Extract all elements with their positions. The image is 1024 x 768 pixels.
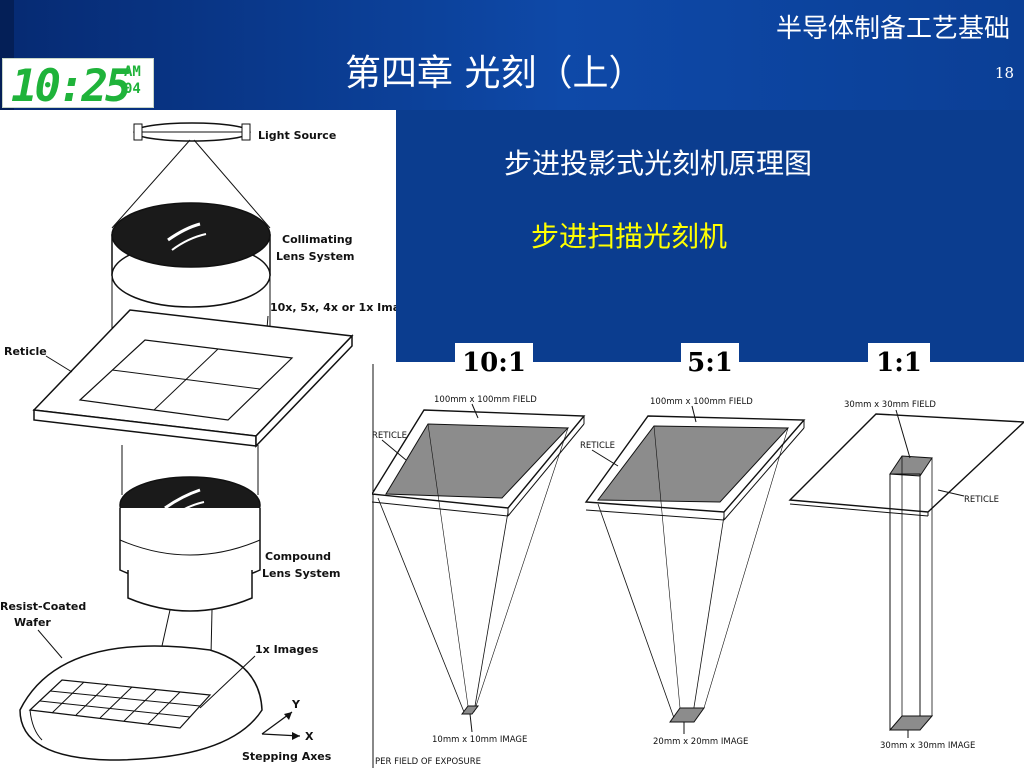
wafer-label-1: Resist-Coated [0, 600, 86, 613]
leader-line [469, 713, 473, 733]
reticle-10-label: RETICLE [372, 431, 407, 441]
reticle-label: Reticle [4, 345, 47, 358]
stepping-axes-icon [261, 711, 301, 740]
clock-ampm: AM 04 [124, 64, 141, 98]
leader-line [199, 655, 256, 709]
reticle-5-to-1 [584, 415, 806, 723]
ratio-5-to-1: 5:1 [681, 343, 739, 383]
collimating-lens-icon [111, 202, 271, 308]
diagram-heading: 步进投影式光刻机原理图 [504, 147, 813, 180]
field-1-label: 30mm x 30mm FIELD [844, 400, 936, 410]
slide-header: 半导体制备工艺基础 第四章 光刻（上） 18 10:25 AM 04 [0, 0, 1024, 112]
image-sizes-label: 10x, 5x, 4x or 1x Image [270, 301, 396, 314]
axis-x-label: X [305, 730, 314, 743]
image-5-label: 20mm x 20mm IMAGE [653, 737, 748, 747]
course-title: 半导体制备工艺基础 [775, 14, 1010, 44]
leader-line [471, 403, 479, 419]
clock-meridiem: AM [124, 64, 141, 80]
wafer-icon [19, 645, 263, 761]
compound-label-2: Lens System [262, 567, 341, 580]
leader-line [895, 409, 911, 459]
compound-label-1: Compound [265, 550, 331, 563]
beam-line [193, 139, 271, 229]
leader-line [691, 405, 697, 423]
axis-y-label: Y [291, 698, 301, 711]
reticle-1-to-1 [788, 413, 1024, 731]
wafer-label-2: Wafer [14, 616, 51, 629]
digital-clock: 10:25 AM 04 [2, 58, 154, 112]
clock-time: 10:25 [11, 61, 131, 112]
light-source-icon [133, 122, 251, 142]
image-10-label: 10mm x 10mm IMAGE [432, 735, 527, 745]
leader-line [37, 629, 63, 659]
collimating-label-1: Collimating [282, 233, 353, 246]
images-1x-label: 1x Images [255, 643, 319, 656]
compound-lens-icon [119, 476, 261, 612]
reticle-1-label: RETICLE [964, 495, 999, 505]
collimating-label-2: Lens System [276, 250, 355, 263]
stepping-axes-label: Stepping Axes [242, 750, 332, 763]
ratio-10-to-1: 10:1 [455, 343, 533, 383]
field-5-label: 100mm x 100mm FIELD [650, 397, 753, 407]
stepper-scanner-heading: 步进扫描光刻机 [531, 220, 728, 253]
reticle-10-to-1 [372, 409, 586, 715]
reduction-ratio-figure: 100mm x 100mm FIELD RETICLE 10mm x 10mm … [372, 362, 1024, 768]
leader-line [381, 439, 407, 461]
reticle-plate [32, 309, 354, 448]
light-source-label: Light Source [258, 129, 336, 142]
page-number: 18 [994, 64, 1014, 82]
stepper-schematic: Light Source Collimating Lens System 10x… [0, 110, 396, 768]
ratio-1-to-1: 1:1 [868, 343, 930, 383]
chapter-title: 第四章 光刻（上） [345, 53, 645, 94]
image-1-label: 30mm x 30mm IMAGE [880, 741, 975, 751]
leader-line [937, 489, 965, 497]
reticle-5-label: RETICLE [580, 441, 615, 451]
clock-day: 04 [124, 81, 141, 97]
exposure-caption: PER FIELD OF EXPOSURE [375, 757, 481, 767]
beam-line [111, 139, 191, 229]
leader-line [45, 355, 73, 373]
leader-line [591, 449, 619, 467]
field-10-label: 100mm x 100mm FIELD [434, 395, 537, 405]
heading-panel [396, 110, 1024, 362]
